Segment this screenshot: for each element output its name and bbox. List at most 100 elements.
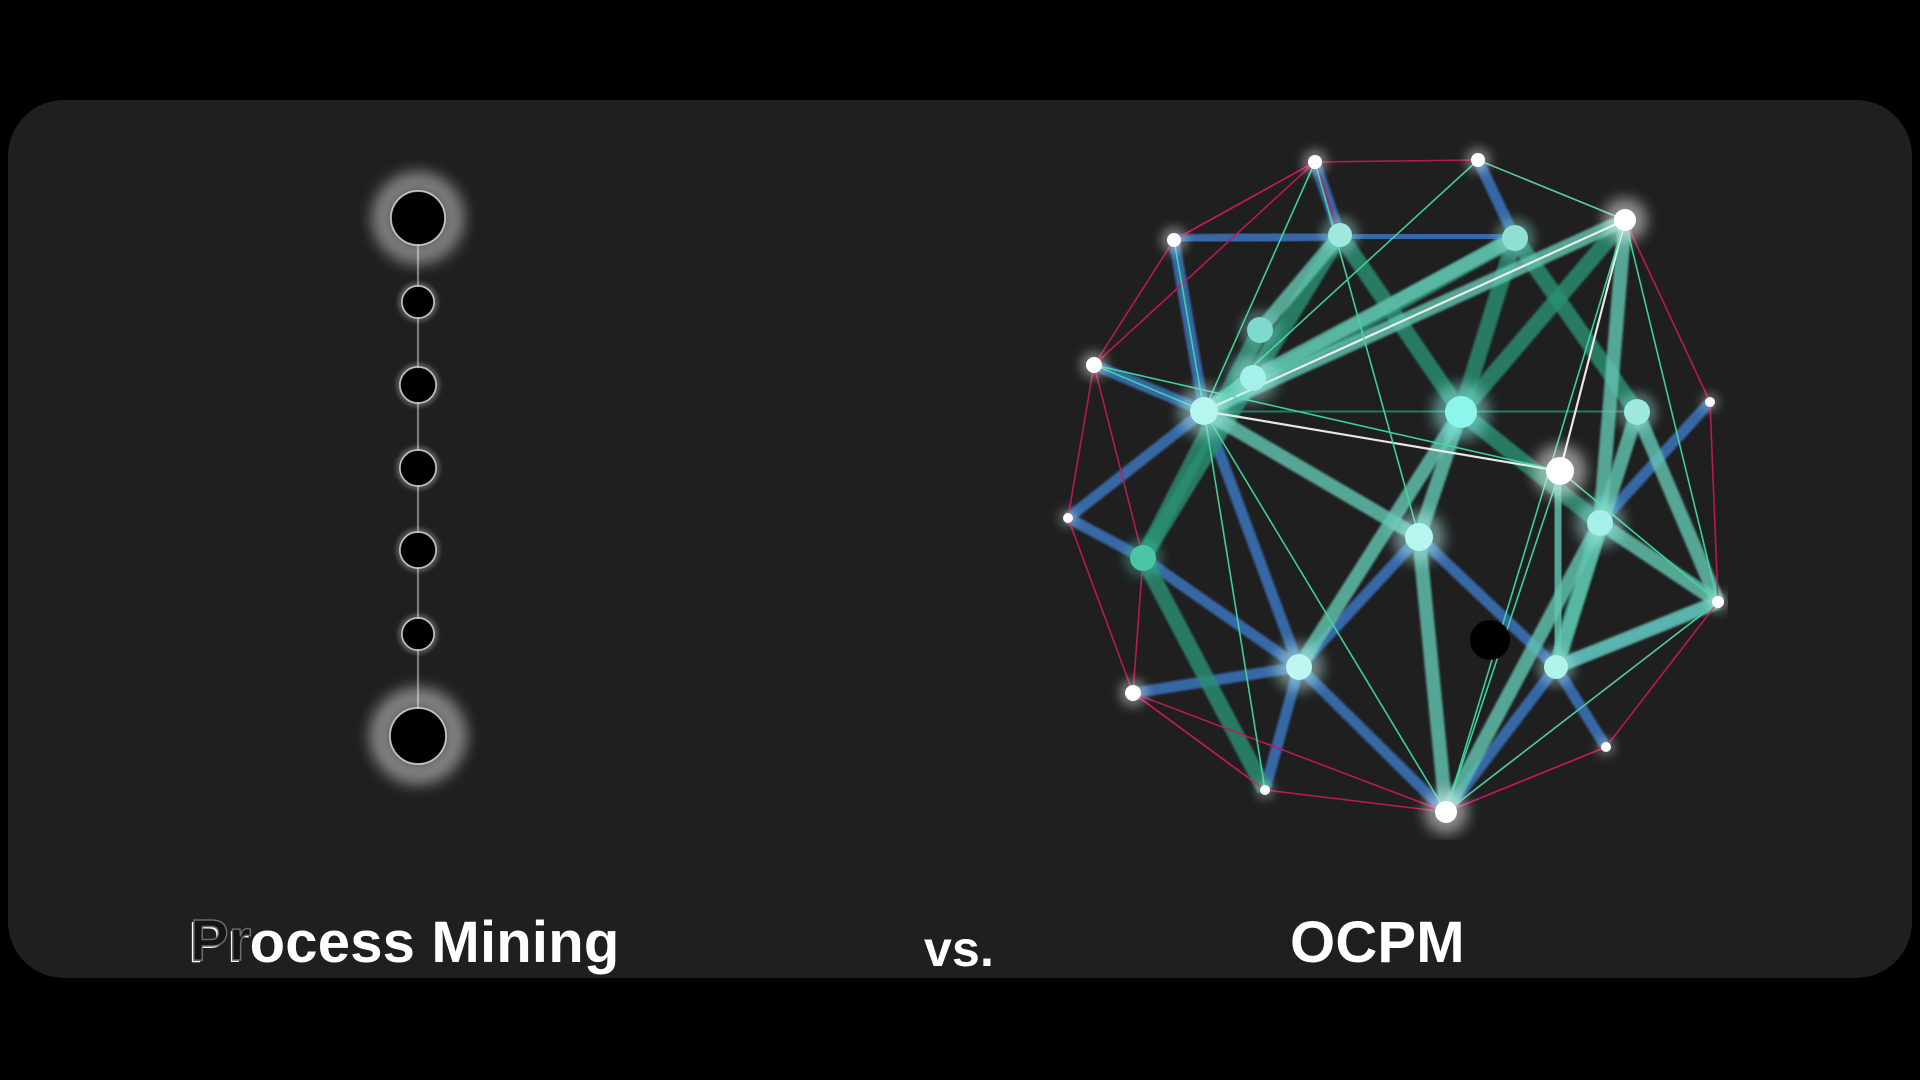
ocpm-node	[1405, 523, 1433, 551]
ocpm-edge	[1093, 364, 1144, 559]
ocpm-edge	[1254, 230, 1346, 335]
ocpm-edge	[1067, 517, 1134, 694]
process-chain-node	[391, 709, 445, 763]
process-mining-diagram	[8, 100, 828, 860]
ocpm-node	[1240, 365, 1266, 391]
ocpm-edge	[1624, 219, 1711, 403]
process-chain-node-glow	[374, 692, 462, 780]
ocpm-thick-edges	[1064, 157, 1725, 816]
ocpm-node	[1130, 545, 1156, 571]
caption-versus: vs.	[924, 921, 995, 977]
process-chain-node-ring	[398, 530, 437, 569]
process-chain-node-ring	[400, 285, 435, 320]
ocpm-node	[1167, 233, 1181, 247]
ocpm-network-svg	[1061, 150, 1726, 828]
ocpm-edge	[1135, 554, 1273, 794]
ocpm-edge	[1605, 601, 1719, 748]
ocpm-edge	[1203, 161, 1316, 412]
ocpm-edge	[1202, 218, 1627, 413]
ocpm-node	[1601, 742, 1611, 752]
ocpm-edge	[1093, 364, 1205, 412]
ocpm-edge	[1139, 553, 1303, 672]
ocpm-edge	[1249, 231, 1519, 385]
ocpm-edge	[1173, 239, 1205, 412]
ocpm-edge	[1173, 161, 1316, 241]
ocpm-node	[1328, 223, 1352, 247]
ocpm-edge	[1454, 214, 1632, 418]
ocpm-edge	[1445, 219, 1626, 813]
ocpm-edge	[1559, 470, 1719, 603]
process-chain-node-ring	[388, 706, 447, 765]
process-chain-svg	[374, 177, 462, 780]
ocpm-edge	[1064, 406, 1208, 523]
ocpm-diagram	[1028, 140, 1728, 840]
ocpm-edge	[1445, 746, 1607, 813]
ocpm-edge	[1264, 789, 1447, 813]
ocpm-node	[1544, 655, 1568, 679]
content-card: Process Mining Pr vs. OCPM	[8, 100, 1912, 978]
process-chain-node	[401, 368, 435, 402]
ocpm-edge	[1132, 557, 1144, 694]
process-chain-node-glow	[398, 282, 438, 322]
ocpm-edge	[1132, 692, 1266, 791]
ocpm-node	[1286, 654, 1312, 680]
ocpm-edge	[1202, 409, 1562, 473]
ocpm-edge	[1477, 159, 1626, 221]
process-chain-node-ring	[398, 448, 437, 487]
ocpm-edge	[1412, 536, 1453, 813]
ocpm-edge	[1203, 403, 1638, 420]
ocpm-edge	[1173, 229, 1341, 246]
ocpm-node-dark	[1470, 620, 1510, 660]
ocpm-node	[1125, 685, 1141, 701]
ocpm-node	[1190, 397, 1218, 425]
ocpm-edge	[1093, 364, 1561, 472]
caption-process-mining: Process Mining	[188, 910, 620, 975]
ocpm-edge	[1439, 519, 1607, 816]
ocpm-edge	[1203, 410, 1266, 791]
ocpm-node	[1435, 801, 1457, 823]
process-chain-node-ring	[400, 616, 435, 651]
ocpm-edge	[1624, 219, 1719, 603]
process-chain-node-glow	[396, 363, 440, 407]
ocpm-node	[1614, 209, 1636, 231]
ocpm-node	[1712, 596, 1724, 608]
ocpm-edge	[1293, 408, 1467, 671]
ocpm-edge	[1709, 401, 1719, 603]
process-chain-node	[392, 192, 444, 244]
ocpm-node	[1502, 225, 1528, 251]
ocpm-edge	[1339, 229, 1516, 244]
process-chain-node-glow	[398, 614, 438, 654]
ocpm-node	[1624, 399, 1650, 425]
ocpm-edge	[1200, 404, 1423, 544]
ocpm-edge	[1593, 219, 1632, 524]
ocpm-node	[1546, 457, 1574, 485]
process-chain-node-ring	[398, 365, 437, 404]
ocpm-edge	[1093, 239, 1175, 366]
ocpm-node	[1086, 357, 1102, 373]
ocpm-node	[1247, 317, 1273, 343]
ocpm-edge	[1445, 601, 1719, 813]
ocpm-edge	[1132, 692, 1447, 813]
process-chain-node	[401, 451, 435, 485]
ocpm-node	[1445, 396, 1477, 428]
ocpm-node	[1308, 155, 1322, 169]
process-chain-node-glow	[377, 177, 459, 259]
ocpm-node	[1260, 785, 1270, 795]
ocpm-edge	[1558, 218, 1627, 473]
ocpm-edge	[1295, 663, 1450, 816]
process-chain-node	[403, 619, 433, 649]
ocpm-edge	[1093, 161, 1316, 366]
ocpm-nodes	[1063, 153, 1724, 823]
process-chain-node	[401, 533, 435, 567]
ocpm-edge	[1596, 517, 1722, 608]
process-chain-node-ring	[389, 190, 446, 247]
caption-ocpm: OCPM	[1290, 910, 1465, 975]
process-chain-nodes	[388, 190, 447, 765]
ocpm-edge	[1553, 595, 1721, 674]
process-chain-node-glow	[396, 528, 440, 572]
caption-row: Process Mining Pr vs. OCPM	[8, 890, 1912, 978]
ocpm-edge	[1314, 159, 1479, 163]
ocpm-edge	[1259, 665, 1305, 792]
process-chain-node-glow	[396, 446, 440, 490]
